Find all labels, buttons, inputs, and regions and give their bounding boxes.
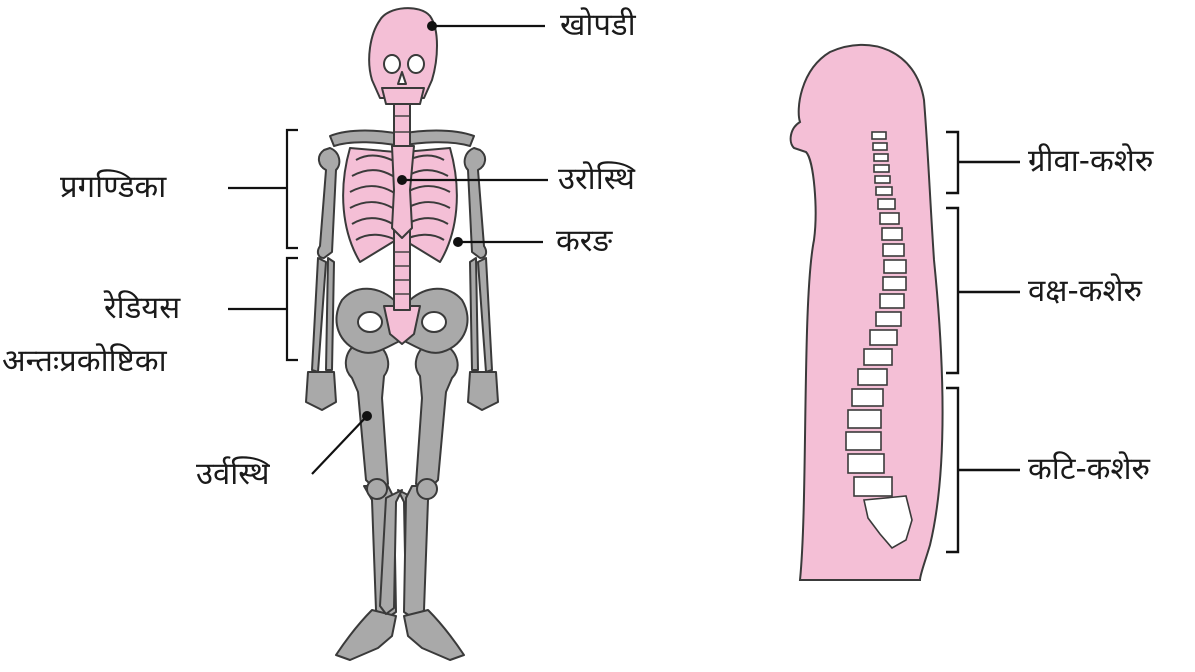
label-femur: उर्वस्थि — [196, 459, 270, 490]
label-thoracic-vertebrae: वक्ष-कशेरु — [1028, 276, 1142, 307]
jaw — [382, 88, 424, 104]
humerus-bracket — [228, 130, 298, 248]
femur-leader-line — [312, 416, 367, 474]
label-skull: खोपडी — [560, 10, 636, 41]
arm-left — [306, 148, 339, 410]
arm-right — [465, 148, 498, 410]
label-cervical-vertebrae: ग्रीवा-कशेरु — [1028, 146, 1153, 177]
skeleton-figure — [306, 8, 498, 660]
sternum-dot — [397, 175, 407, 185]
femur-dot — [362, 411, 372, 421]
cervical-bracket — [946, 132, 1020, 193]
label-ribs: करङ — [556, 226, 612, 257]
label-lumbar-vertebrae: कटि-कशेरु — [1028, 454, 1150, 485]
ribs-dot — [453, 237, 463, 247]
label-radius: रेडियस — [104, 293, 180, 324]
lumbar-bracket — [946, 388, 1020, 552]
skull-dot — [427, 21, 437, 31]
sternum-bone — [392, 146, 414, 238]
label-humerus: प्रगण्डिका — [60, 172, 166, 203]
forearm-bracket — [228, 258, 298, 360]
thoracic-bracket — [946, 208, 1020, 373]
label-ulna: अन्तःप्रकोष्टिका — [2, 346, 167, 377]
spine-leader-lines — [946, 132, 1020, 552]
label-sternum: उरोस्थि — [558, 164, 635, 195]
